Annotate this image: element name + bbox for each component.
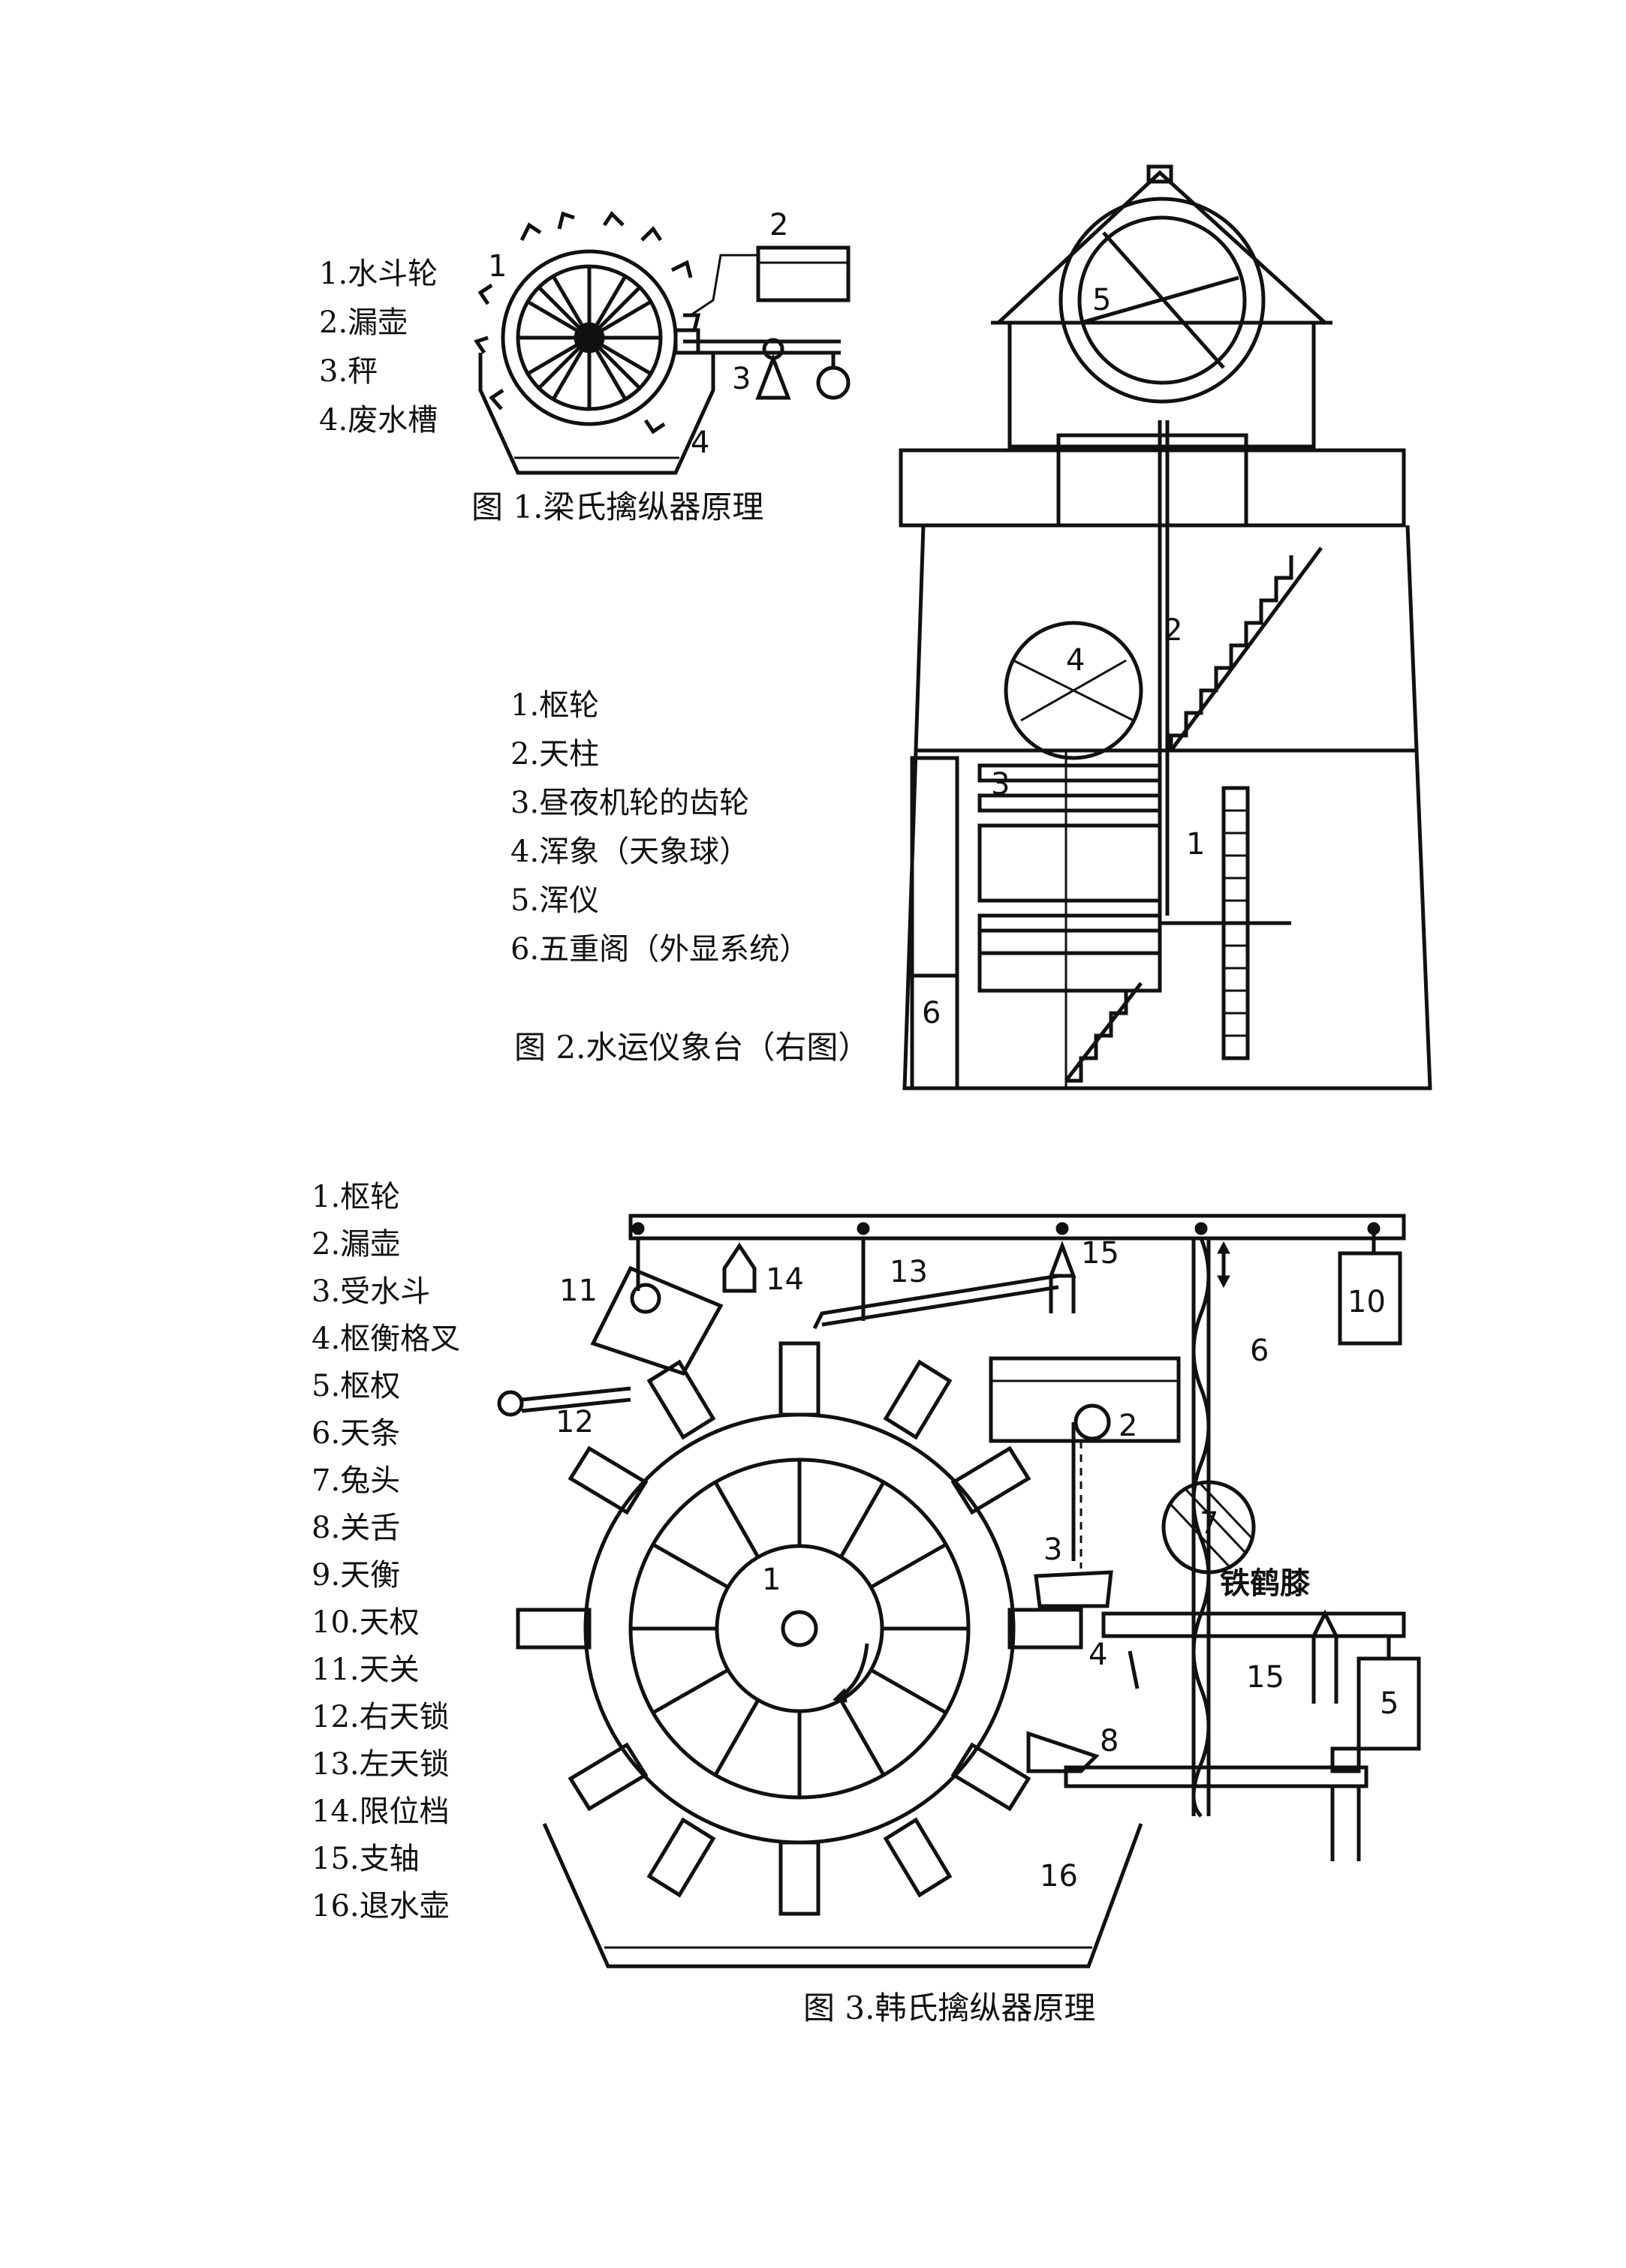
fig3-callout-1: 1 [762,1563,781,1597]
fig2-legend-item-2: 2.天柱 [510,737,600,772]
fig2-drawing [899,164,1432,1090]
fig3-callout-6: 6 [1250,1334,1269,1368]
fig2-legend-item-4: 4.浑象（天象球） [510,835,750,869]
fig2-callout-6: 6 [922,996,941,1030]
fig3-legend-item-5: 5.枢权 [312,1369,401,1403]
fig3-callout-12: 12 [556,1405,594,1439]
fig3-legend-item-12: 12.右天锁 [312,1700,450,1734]
fig1-legend-item-4: 4.废水槽 [319,403,438,438]
fig2-callout-4: 4 [1066,643,1086,678]
fig3-callout-3: 3 [1043,1533,1063,1567]
fig3-caption: 图 3.韩氏擒纵器原理 [803,1990,1096,2026]
fig3-callout-8: 8 [1100,1724,1119,1758]
fig3-legend-item-11: 11.天关 [312,1653,420,1687]
fig3-callout-5: 5 [1380,1686,1399,1721]
fig3-legend-item-8: 8.关舌 [312,1511,401,1545]
fig1-legend-item-3: 3.秤 [319,354,378,389]
fig2-legend-item-5: 5.浑仪 [510,883,600,918]
fig1-drawing [474,211,851,475]
fig3-legend-item-6: 6.天条 [312,1416,401,1451]
fig3-legend-item-3: 3.受水斗 [312,1274,431,1309]
fig2-legend-item-6: 6.五重阁（外显系统） [510,932,810,967]
fig3-legend-item-13: 13.左天锁 [312,1747,450,1782]
fig3-legend-item-10: 10.天权 [312,1605,420,1640]
fig3-legend-item-1: 1.枢轮 [312,1180,401,1214]
fig2-callout-5: 5 [1092,283,1112,317]
fig3-callout-11: 11 [559,1274,598,1308]
fig1-callout-4: 4 [691,426,710,460]
fig3-callout-10: 10 [1347,1285,1386,1319]
fig2-legend-item-3: 3.昼夜机轮的齿轮 [510,786,750,820]
fig1-legend-item-2: 2.漏壶 [319,305,408,340]
fig1-callout-2: 2 [769,208,789,242]
fig3-callout-15b: 15 [1246,1660,1284,1695]
fig3-legend-item-9: 9.天衡 [312,1558,401,1593]
fig1-legend-item-1: 1.水斗轮 [319,257,438,291]
fig3-callout-2: 2 [1119,1409,1138,1443]
fig3-legend-item-2: 2.漏壶 [312,1227,401,1262]
fig2-callout-2: 2 [1164,613,1183,648]
fig3-callout-7: 7 [1200,1506,1219,1541]
fig3-callout-13: 13 [890,1255,928,1289]
fig3-legend-item-7: 7.兔头 [312,1463,401,1498]
fig2-caption: 图 2.水运仪象台（右图） [514,1029,870,1066]
fig2-callout-3: 3 [991,767,1010,802]
fig2-legend-item-1: 1.枢轮 [510,688,600,723]
fig3-legend-item-16: 16.退水壶 [312,1889,450,1924]
fig3-legend-item-14: 14.限位档 [312,1794,450,1829]
fig3-callout-15a: 15 [1081,1236,1119,1271]
fig3-callout-14: 14 [766,1262,804,1297]
fig2-callout-1: 1 [1186,827,1206,862]
fig1-caption: 图 1.梁氏擒纵器原理 [471,489,764,525]
fig3-legend-item-4: 4.枢衡格叉 [312,1322,461,1356]
fig1-callout-1: 1 [488,249,507,284]
fig3-drawing [497,1214,1421,1969]
fig3-callout-4: 4 [1089,1638,1108,1672]
fig3-annotation-iron-crane-knee: 铁鹤膝 [1220,1566,1310,1601]
fig1-callout-3: 3 [732,362,751,396]
fig3-callout-16: 16 [1040,1859,1078,1894]
fig3-legend-item-15: 15.支轴 [312,1842,420,1876]
